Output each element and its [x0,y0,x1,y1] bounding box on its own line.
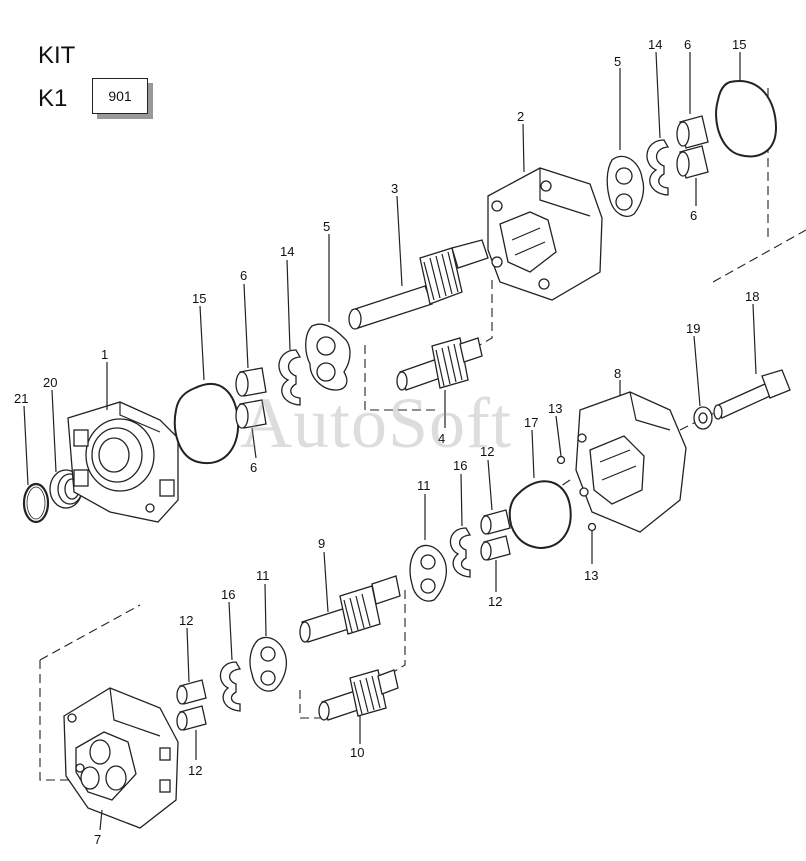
rear-body-part-7[interactable] [63,687,179,829]
callout-16-lower: 16 [221,587,235,602]
wear-plate-part-5-front[interactable] [305,323,351,391]
dowel-pin-part-13-lower[interactable] [587,522,597,532]
callout-3: 3 [391,181,398,196]
gasket-part-15-rear[interactable] [715,80,778,158]
wear-plate-part-11-middle[interactable] [409,544,448,602]
bushing-part-6-lower[interactable] [235,399,267,429]
dowel-pin-part-13-upper[interactable] [556,455,566,465]
bolt-part-18[interactable] [713,369,791,420]
callout-9: 9 [318,536,325,551]
callout-12-middle-upper: 12 [480,444,494,459]
callout-15-front: 15 [192,291,206,306]
bushing-part-12-lower-lower[interactable] [176,705,207,731]
callout-6-rear-upper: 6 [684,37,691,52]
callout-12-lower-lower: 12 [188,763,202,778]
body-housing-part-2[interactable] [487,167,603,301]
washer-part-19[interactable] [693,406,713,430]
callout-20: 20 [43,375,57,390]
seal-ring-part-14-rear[interactable] [646,139,670,196]
callout-21: 21 [14,391,28,406]
callout-6-front-lower: 6 [250,460,257,475]
gasket-part-17[interactable] [508,480,572,550]
callout-14-front: 14 [280,244,294,259]
seal-ring-part-16-middle[interactable] [449,527,472,578]
callout-15-rear: 15 [732,37,746,52]
callout-18: 18 [745,289,759,304]
callout-13-lower: 13 [584,568,598,583]
callout-2: 2 [517,109,524,124]
snap-ring-part-21[interactable] [22,482,50,524]
callout-16-middle: 16 [453,458,467,473]
bushing-part-12-middle-lower[interactable] [480,535,511,561]
bushing-part-6-upper[interactable] [235,367,267,397]
drive-shaft-part-3[interactable] [348,239,489,330]
callout-14-rear: 14 [648,37,662,52]
driven-gear-part-10[interactable] [318,669,399,721]
front-cover-part-1[interactable] [67,401,179,523]
seal-ring-part-16-lower[interactable] [219,661,242,712]
wear-plate-part-5-rear[interactable] [606,155,645,217]
kit-label: KIT [38,42,76,69]
callout-17: 17 [524,415,538,430]
callout-leader-lines [23,51,757,831]
wear-plate-part-11-lower[interactable] [249,636,288,692]
callout-6-rear-lower: 6 [690,208,697,223]
callout-12-middle-lower: 12 [488,594,502,609]
bushing-part-12-middle-upper[interactable] [480,509,511,535]
bushing-part-6-rear-lower[interactable] [676,145,709,179]
callout-11-middle: 11 [417,478,431,493]
callout-12-lower-upper: 12 [179,613,193,628]
callout-4: 4 [438,431,445,446]
kit-number-box: 901 [92,78,148,114]
driven-gear-part-4[interactable] [396,337,483,391]
callout-7: 7 [94,832,101,847]
gasket-part-15-front[interactable] [173,382,240,465]
callout-6-front-upper: 6 [240,268,247,283]
callout-labels: 1 2 3 4 5 5 6 6 6 6 7 8 9 10 11 11 12 12… [14,37,759,847]
callout-5-rear: 5 [614,54,621,69]
bushing-part-12-lower-upper[interactable] [176,679,207,705]
assembly-guide-lines [39,88,806,781]
callout-19: 19 [686,321,700,336]
callout-1: 1 [101,347,108,362]
callout-5-front: 5 [323,219,330,234]
callout-8: 8 [614,366,621,381]
callout-13-upper: 13 [548,401,562,416]
callout-11-lower: 11 [256,568,270,583]
drive-shaft-part-9[interactable] [299,575,401,643]
bushing-part-6-rear-upper[interactable] [676,115,709,149]
rear-housing-part-8[interactable] [575,391,687,533]
kit-code: K1 [38,85,68,112]
seal-ring-part-14-front[interactable] [278,349,302,406]
callout-10: 10 [350,745,364,760]
